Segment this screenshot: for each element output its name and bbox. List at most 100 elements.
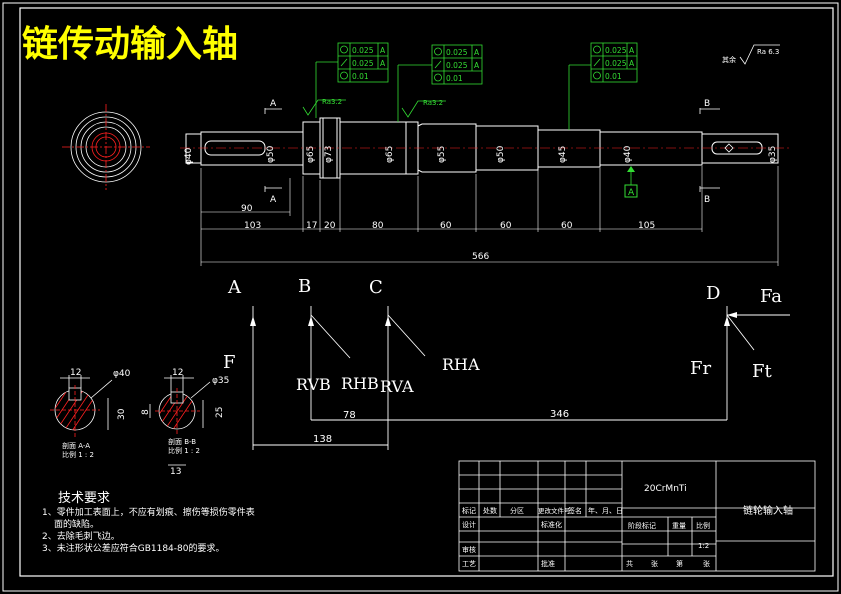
tb-footer-sheets: 张 [651, 559, 658, 568]
note-1: 1、零件加工表面上，不应有划痕、擦伤等损伤零件表 [42, 506, 255, 518]
dim-60b: 60 [500, 221, 512, 231]
reaction-RHB: RHB [341, 374, 379, 393]
surface-mark-1: Ra3.2 [302, 98, 346, 116]
tol1-row3-value: 0.01 [352, 72, 369, 81]
tb-h-count: 处数 [483, 506, 497, 515]
tol3-row1-datum: A [629, 46, 635, 55]
dia-label-45: φ45 [558, 146, 568, 163]
section-bb [149, 375, 211, 466]
tb-footer-sheet: 张 [703, 559, 710, 568]
tb-review: 审核 [462, 545, 476, 554]
dim-60c: 60 [561, 221, 573, 231]
point-B: B [298, 276, 311, 297]
point-C: C [369, 277, 383, 298]
tb-weight: 重量 [672, 522, 686, 530]
force-Fa: Fa [760, 286, 782, 307]
dim-17: 17 [306, 221, 317, 231]
section-a-top: A [270, 99, 277, 109]
tol3-row2-value: 0.025 [605, 59, 627, 68]
section-aa [50, 375, 113, 438]
dia-label-65: φ65 [306, 146, 316, 163]
dia-label-35: φ35 [768, 146, 778, 163]
dia-label-55: φ55 [437, 146, 447, 163]
tol3-row1-value: 0.025 [605, 46, 627, 55]
tb-h-zone: 分区 [510, 506, 524, 515]
tol3-row2-datum: A [629, 59, 635, 68]
tol2-row1-datum: A [474, 48, 480, 57]
dim-78: 78 [343, 410, 356, 421]
tb-material: 20CrMnTi [644, 484, 687, 494]
bb-width: 12 [172, 368, 183, 378]
dim-566: 566 [472, 252, 489, 262]
load-diagram-lines [252, 306, 790, 450]
dia-label-50: φ50 [266, 145, 276, 163]
title-block-grid [458, 460, 816, 572]
drawing-title: 链传动输入轴 [22, 24, 238, 65]
dim-346: 346 [550, 409, 569, 420]
inner-border [19, 7, 834, 577]
aa-label: 剖面 A-A [62, 441, 90, 450]
tol1-row1-datum: A [380, 46, 386, 55]
tb-h-doc: 更改文件号 [538, 506, 571, 515]
tol2-row1-value: 0.025 [446, 48, 468, 57]
dia-label-73: φ73 [324, 146, 334, 163]
svg-text:Ra3.2: Ra3.2 [322, 98, 342, 106]
tb-h-sign: 签名 [568, 506, 582, 515]
datum-marker: A [624, 166, 638, 198]
tolerance-frame-2 [397, 44, 483, 122]
dim-60a: 60 [440, 221, 452, 231]
tb-part-name: 链轮输入轴 [743, 504, 793, 517]
tol2-row2-value: 0.025 [446, 61, 468, 70]
tol1-row2-datum: A [380, 59, 386, 68]
point-D: D [706, 283, 720, 304]
tb-design: 设计 [462, 520, 476, 529]
note-2: 2、去除毛刺飞边。 [42, 530, 120, 542]
dim-103: 103 [244, 221, 261, 231]
tol2-row3-value: 0.01 [446, 74, 463, 83]
dim-80: 80 [372, 221, 384, 231]
section-markers [264, 108, 720, 192]
datum-label: A [628, 188, 635, 198]
bb-key: 8 [141, 409, 151, 415]
tb-stage: 阶段标记 [628, 521, 656, 530]
dia-label-50b: φ50 [496, 145, 506, 163]
surface-mark-2: Ra3.2 [401, 99, 446, 118]
tol3-row3-value: 0.01 [605, 72, 622, 81]
tb-h-date: 年、月、日 [588, 506, 623, 515]
tb-scale-label: 比例 [696, 521, 710, 530]
roughness-value: Ra 6.3 [757, 48, 779, 56]
dim-90: 90 [241, 204, 253, 214]
tol2-row2-datum: A [474, 61, 480, 70]
force-Ft: Ft [752, 361, 772, 382]
tol1-row2-value: 0.025 [352, 59, 374, 68]
bb-dia: φ35 [212, 376, 229, 386]
dimension-lines [200, 166, 779, 266]
tb-approve: 批准 [541, 559, 555, 568]
bb-bottom: 13 [170, 467, 181, 477]
bb-scale: 比例 1 : 2 [168, 446, 200, 455]
shaft-outline [185, 117, 779, 179]
aa-dia: φ40 [113, 369, 131, 379]
dim-20: 20 [324, 221, 336, 231]
aa-width: 12 [70, 368, 81, 378]
dim-105: 105 [638, 221, 655, 231]
aa-depth: 30 [117, 408, 127, 420]
note-3: 3、未注形状公差应符合GB1184-80的要求。 [42, 542, 224, 554]
dia-label-65b: φ65 [385, 146, 395, 163]
section-b-top: B [704, 99, 710, 109]
tb-scale-value: 1:2 [698, 542, 709, 550]
tol1-row1-value: 0.025 [352, 46, 374, 55]
bb-label: 剖面 B-B [168, 437, 196, 446]
bb-depth: 25 [215, 407, 225, 418]
section-a-bottom: A [270, 195, 277, 205]
aa-scale: 比例 1 : 2 [62, 450, 94, 459]
force-Fr: Fr [690, 358, 711, 379]
svg-text:Ra3.2: Ra3.2 [423, 99, 443, 107]
tb-standard: 标准化 [541, 520, 562, 529]
section-b-bottom: B [704, 195, 710, 205]
reaction-RHA: RHA [442, 355, 480, 374]
roughness-prefix: 其余 [722, 55, 736, 64]
keyway-cross [724, 143, 734, 153]
